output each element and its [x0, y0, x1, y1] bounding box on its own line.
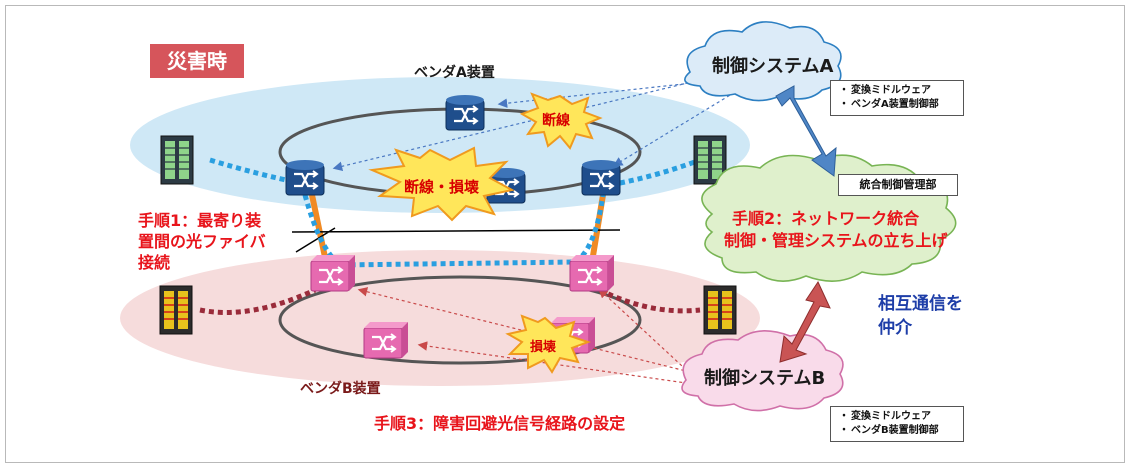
fiber-link-left: [309, 194, 329, 263]
server-b-right: [703, 285, 737, 335]
red-path-right: [598, 287, 701, 314]
step3-text: 手順3：障害回避光信号経路の設定: [374, 414, 626, 433]
switch-a-right: [580, 158, 622, 197]
ctrl-arrow-a1: [497, 79, 721, 108]
integrated-mgmt-label: 統合制御管理部: [838, 174, 958, 196]
burst-cut-damage-label: 断線・損壊: [404, 178, 480, 196]
step1-pointer: [291, 227, 621, 253]
ctrl-arrow-a3: [612, 85, 746, 167]
note-b-item: 変換ミドルウェア: [849, 410, 957, 424]
note-a-item: 変換ミドルウェア: [849, 84, 957, 98]
mediate-line1: 相互通信を: [878, 294, 963, 314]
sync-arrow-bottom: [779, 280, 831, 363]
switch-a-left: [284, 158, 326, 197]
server-a-left: [160, 135, 194, 185]
ctrl-arrow-a2: [332, 79, 701, 171]
server-b-left: [159, 285, 193, 335]
ctrl-arrow-b3: [417, 341, 701, 386]
note-b-item: ベンダB装置制御部: [849, 424, 957, 438]
mediate-text: 相互通信を 仲介: [878, 292, 963, 340]
step1-line1: 手順1：最寄り装: [138, 211, 262, 230]
red-path-left: [199, 287, 317, 315]
note-vendor-a: 変換ミドルウェア ベンダA装置制御部: [830, 80, 964, 116]
burst-damage: [505, 314, 591, 374]
control-system-a-label: 制御システムA: [712, 56, 834, 77]
vendor-a-label: ベンダA装置: [414, 65, 495, 81]
cloud-control-a: [684, 21, 842, 102]
burst-cut-damage: [368, 146, 515, 222]
note-vendor-b: 変換ミドルウェア ベンダB装置制御部: [830, 406, 964, 442]
switch-b-right: [568, 253, 616, 293]
sync-arrow-top: [775, 85, 837, 177]
outer-frame: [5, 5, 1125, 463]
control-system-b-label: 制御システムB: [704, 368, 826, 389]
step2-text: 手順2：ネットワーク統合 制御・管理システムの立ち上げ: [724, 208, 948, 252]
step2-line1: 手順2：ネットワーク統合: [732, 209, 920, 228]
step1-line3: 接続: [138, 253, 171, 272]
switch-b-left: [309, 253, 357, 293]
step1-text: 手順1：最寄り装 置間の光ファイバ 接続: [138, 210, 266, 273]
step1-line2: 置間の光ファイバ: [138, 232, 266, 251]
disaster-label: 災害時: [150, 44, 244, 78]
switch-a-top: [444, 93, 486, 132]
step2-line2: 制御・管理システムの立ち上げ: [724, 231, 948, 250]
burst-damage-label: 損壊: [530, 340, 557, 355]
mediate-line2: 仲介: [878, 318, 912, 338]
note-a-item: ベンダA装置制御部: [849, 98, 957, 112]
cloud-control-b: [681, 330, 844, 412]
switch-b-bottom-left: [362, 320, 410, 360]
burst-cut: [519, 92, 603, 150]
vendor-b-label: ベンダB装置: [300, 381, 381, 397]
burst-cut-label: 断線: [542, 113, 570, 129]
vendor-b-ring: [278, 275, 642, 365]
blue-path-right: [619, 157, 701, 186]
